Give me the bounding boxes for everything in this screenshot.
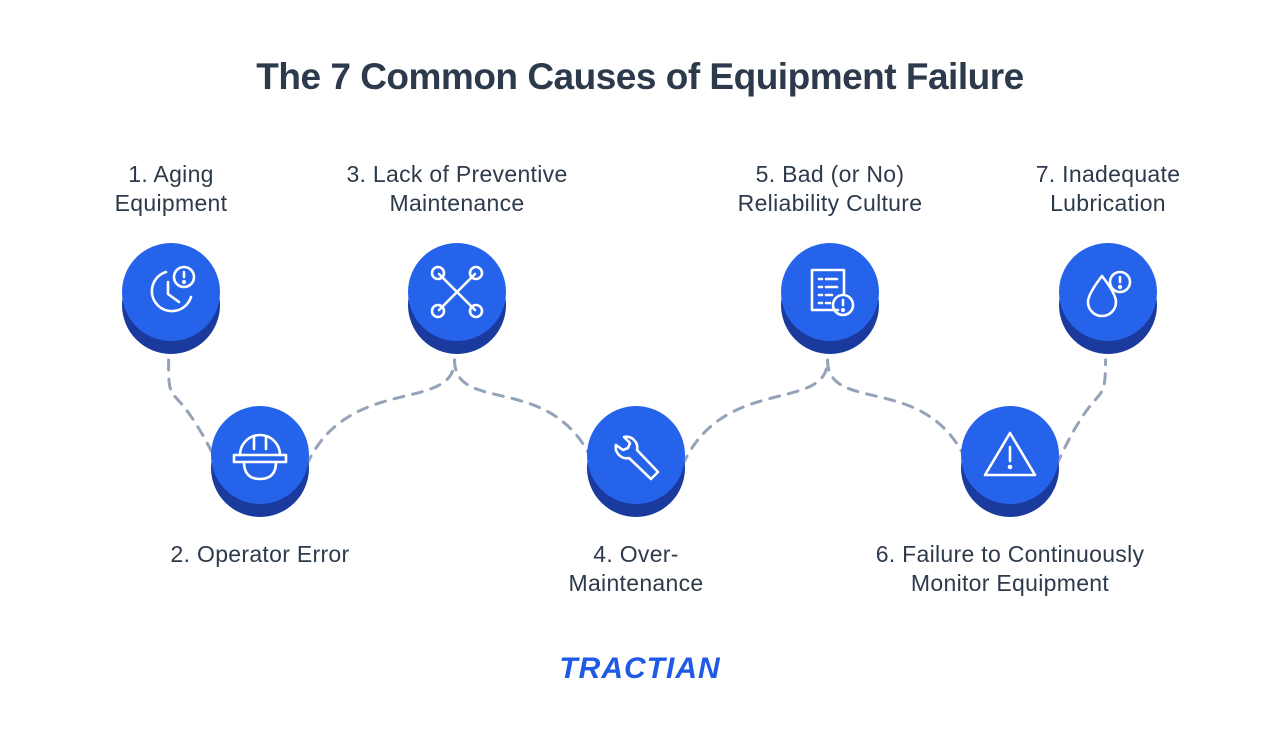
cause-node: [122, 243, 220, 354]
cause-label-line: Monitor Equipment: [910, 570, 1110, 596]
cause-node: [781, 243, 879, 354]
connector-line: [681, 358, 830, 467]
brand-logo: TRACTIAN: [559, 652, 721, 685]
page-title: The 7 Common Causes of Equipment Failure: [256, 56, 1024, 97]
document-alert-icon: [810, 268, 855, 317]
node-group: [122, 243, 1157, 517]
warning-triangle-icon: [983, 431, 1037, 477]
cause-node: [961, 406, 1059, 517]
node-face: [1059, 243, 1157, 341]
cause-label: 2. Operator Error: [110, 540, 410, 569]
cause-label: 5. Bad (or No) Reliability Culture: [680, 160, 980, 218]
cause-label-line: 2. Operator Error: [170, 541, 350, 567]
cause-label-line: Maintenance: [389, 190, 525, 216]
cause-label-line: 3. Lack of Preventive: [346, 161, 568, 187]
connector-group: [167, 358, 1108, 467]
tools-crossed-icon: [430, 265, 484, 319]
cause-node: [408, 243, 506, 354]
node-face: [587, 406, 685, 504]
cause-label-line: 4. Over-: [593, 541, 679, 567]
cause-label: 4. Over- Maintenance: [486, 540, 786, 598]
connector-line: [453, 358, 591, 457]
cause-node: [211, 406, 309, 517]
cause-node: [587, 406, 685, 517]
cause-label-line: Equipment: [114, 190, 228, 216]
cause-label-line: Maintenance: [568, 570, 704, 596]
clock-alert-icon: [150, 265, 196, 313]
connector-line: [1055, 358, 1108, 467]
cause-label-line: Reliability Culture: [737, 190, 923, 216]
connector-line: [167, 358, 215, 457]
hard-hat-icon: [232, 433, 288, 481]
connector-line: [305, 358, 457, 467]
cause-label-line: 6. Failure to Continuously: [875, 541, 1145, 567]
cause-label-line: 5. Bad (or No): [755, 161, 905, 187]
cause-label-line: 1. Aging: [128, 161, 214, 187]
cause-node: [1059, 243, 1157, 354]
wrench-icon: [614, 435, 660, 481]
cause-label-line: Lubrication: [1050, 190, 1166, 216]
node-face: [781, 243, 879, 341]
connector-line: [826, 358, 965, 457]
cause-label-line: 7. Inadequate: [1035, 161, 1181, 187]
droplet-alert-icon: [1086, 270, 1132, 318]
node-face: [122, 243, 220, 341]
